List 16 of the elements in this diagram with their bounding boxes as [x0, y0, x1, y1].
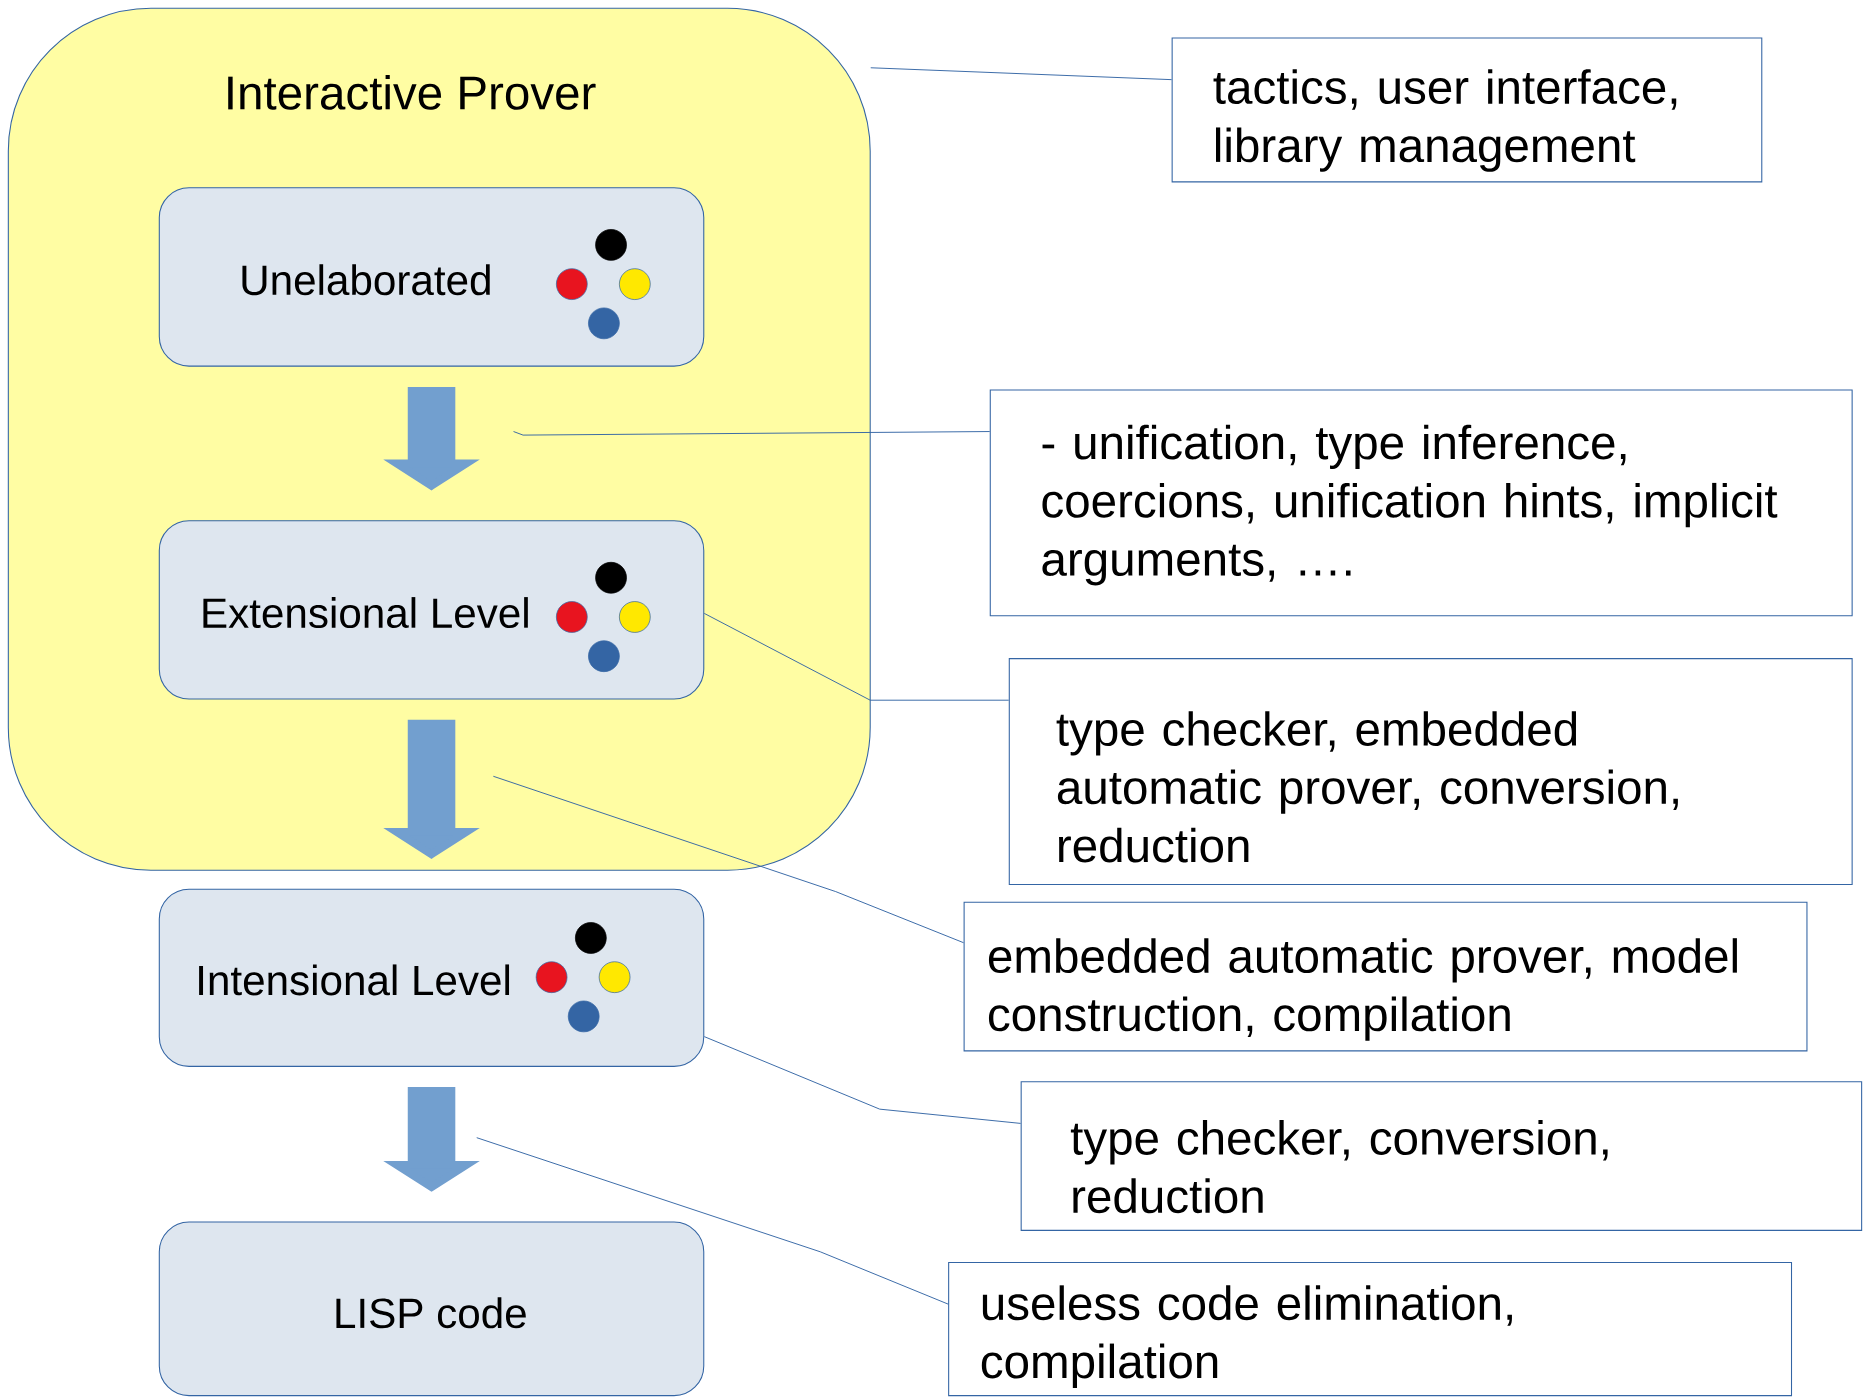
leader-line — [513, 431, 991, 436]
note-box: useless code elimination, compilation — [948, 1261, 1793, 1397]
leader-line — [870, 67, 1173, 81]
note-box: type checker, embedded automatic prover, conversion, reduction — [1008, 658, 1853, 885]
note-box: embedded automatic prover, model construction, compilation — [963, 901, 1808, 1052]
leader-line — [703, 612, 1010, 701]
level-box: LISP code — [158, 1221, 705, 1397]
note-box: tactics, user interface, library management — [1171, 37, 1763, 183]
leader-line — [703, 1036, 1022, 1124]
level-box: Unelaborated — [158, 187, 705, 367]
leader-line — [476, 1137, 949, 1305]
note-box: - unification, type inference, coercions, unification hints, implicit arguments, …. — [989, 389, 1853, 617]
level-box: Intensional Level — [158, 888, 705, 1067]
leader-line — [492, 775, 965, 944]
note-box: type checker, conversion, reduction — [1020, 1081, 1863, 1231]
level-box: Extensional Level — [158, 520, 705, 700]
